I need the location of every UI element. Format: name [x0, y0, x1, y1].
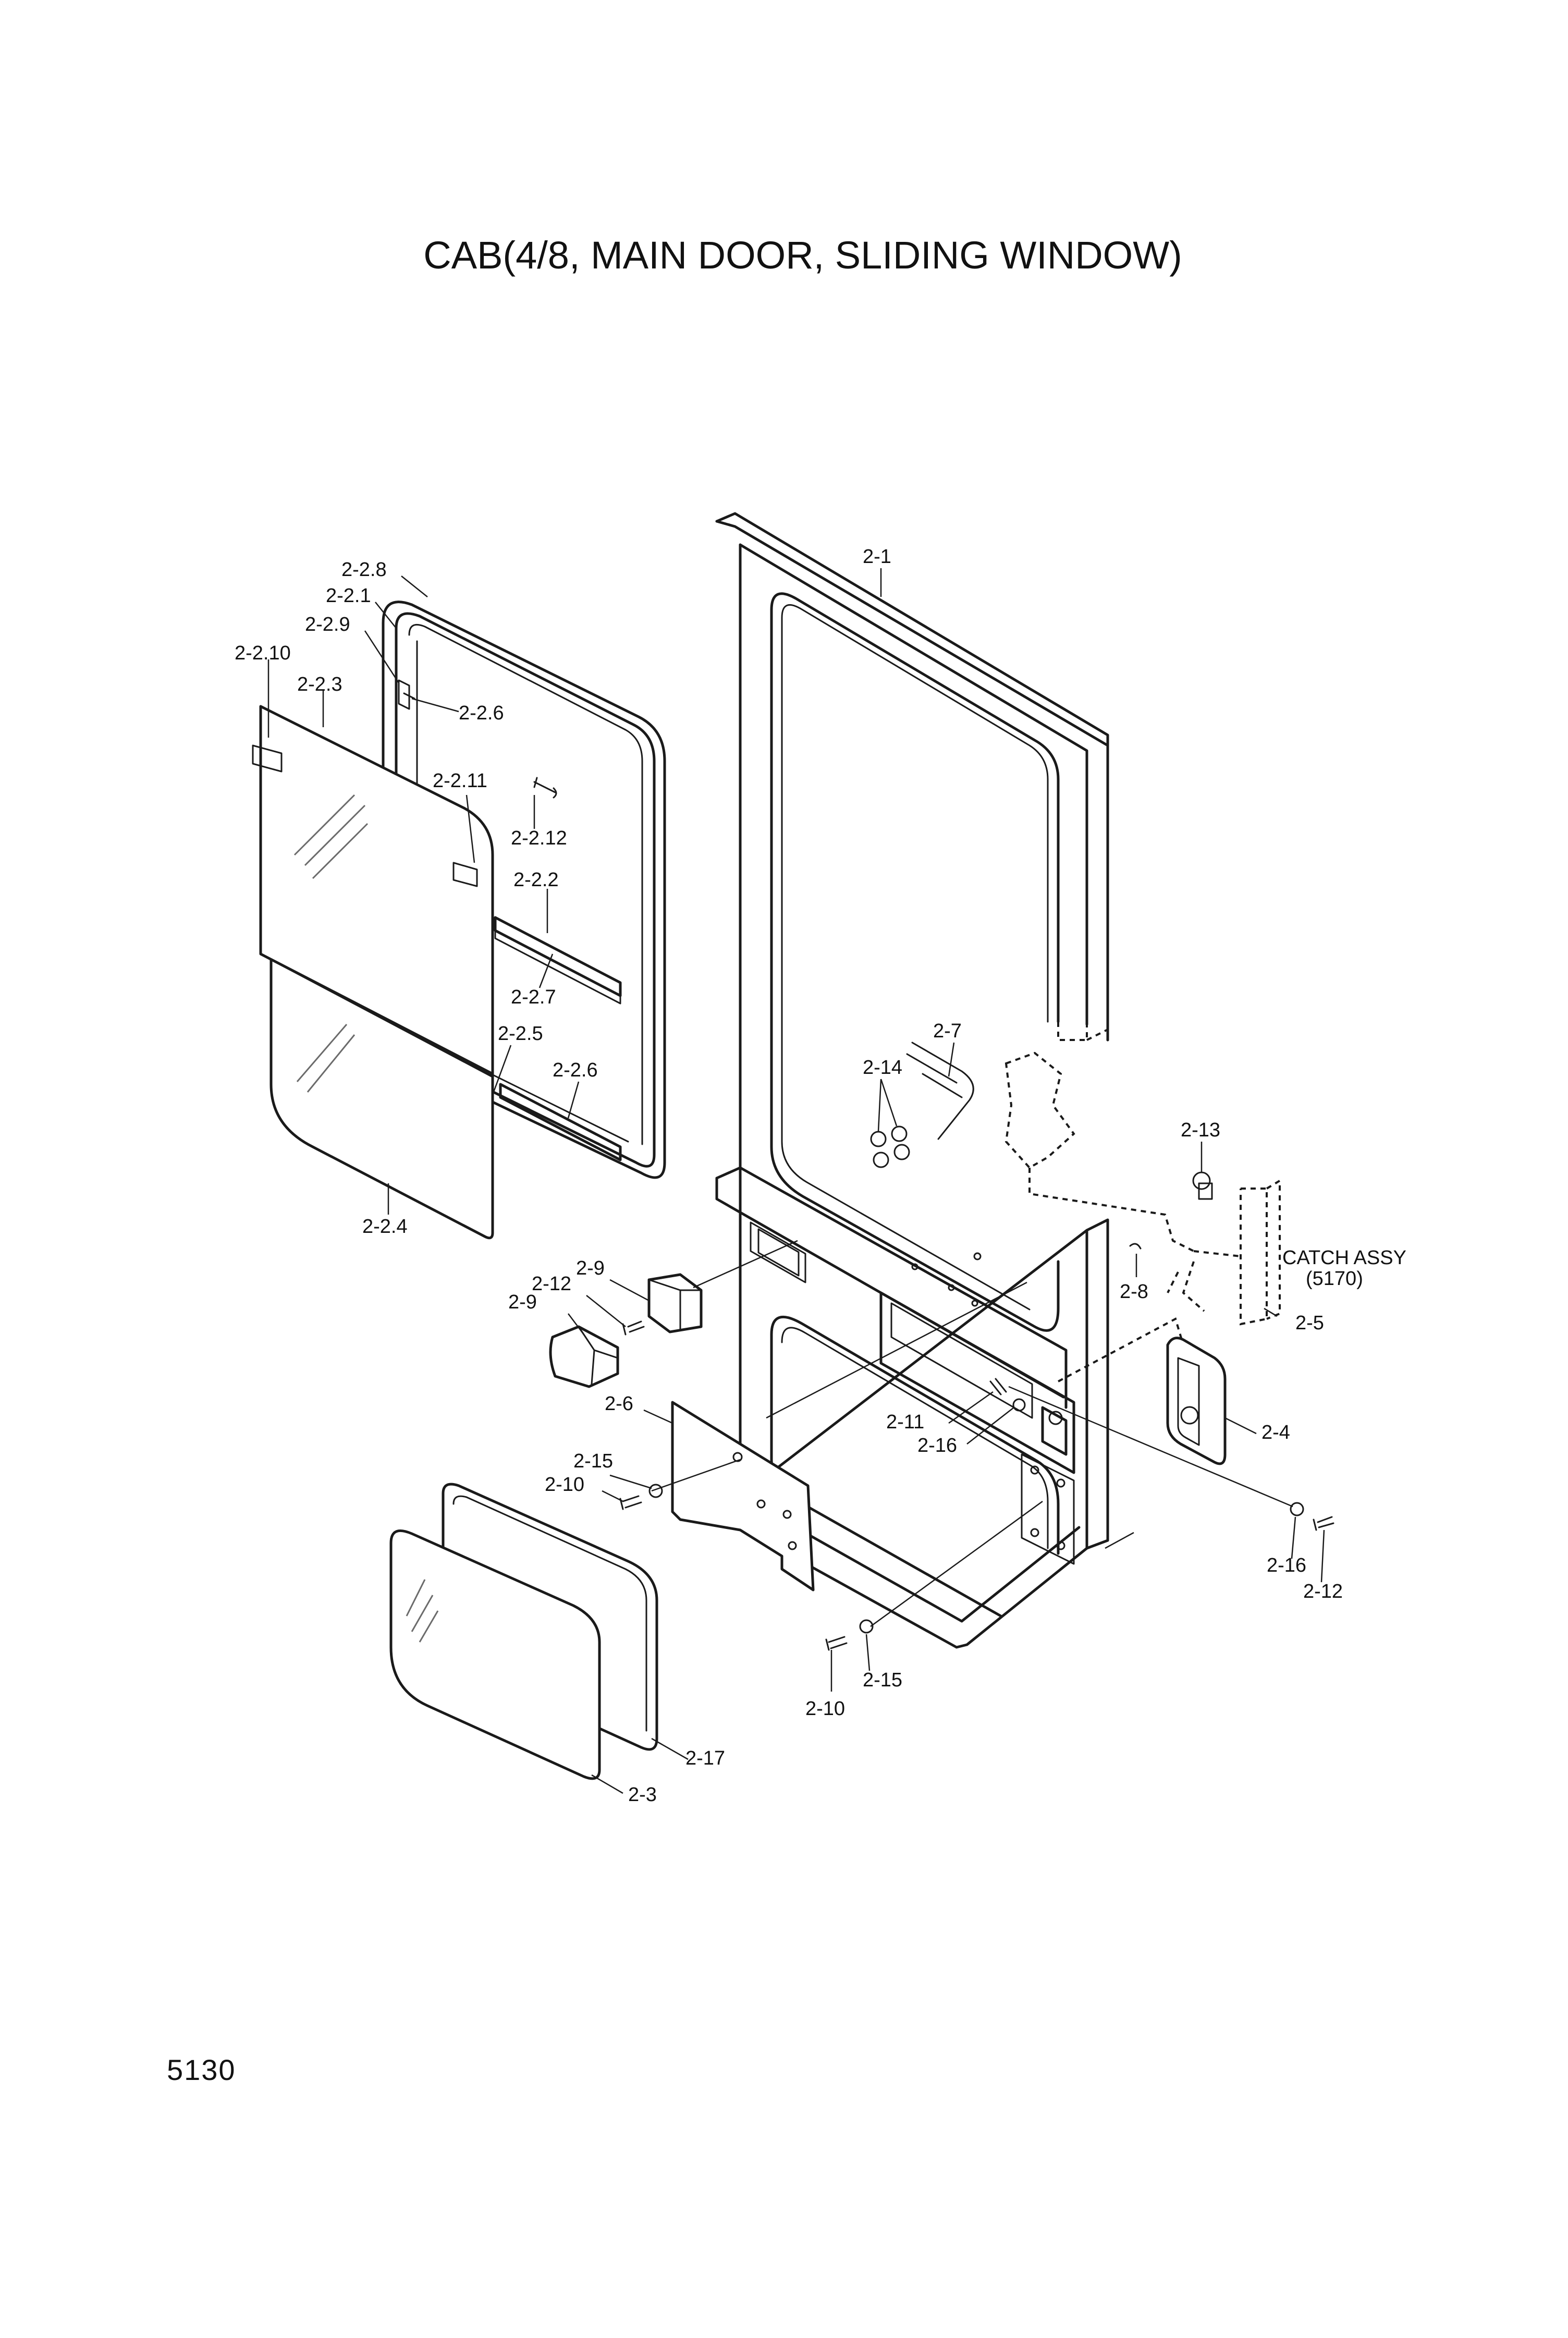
- cover-cap-part: [549, 1273, 703, 1388]
- callout-2-2-1: 2-2.1: [326, 585, 371, 607]
- callout-2-2-10: 2-2.10: [235, 642, 291, 664]
- callout-2-3: 2-3: [628, 1784, 657, 1806]
- callout-2-15-left: 2-15: [573, 1450, 613, 1472]
- callout-2-13: 2-13: [1181, 1119, 1220, 1141]
- u-bolt-part: [870, 1042, 974, 1168]
- callout-2-2-11: 2-2.11: [433, 770, 487, 792]
- door-handle-part: [1166, 1337, 1227, 1465]
- callout-2-15-bottom: 2-15: [863, 1669, 902, 1691]
- callout-2-9-lower: 2-9: [508, 1291, 537, 1313]
- callout-2-2-6-bottom: 2-2.6: [553, 1059, 598, 1081]
- callout-2-2-7: 2-2.7: [511, 986, 556, 1008]
- callout-2-6: 2-6: [605, 1393, 633, 1415]
- callout-2-16-right: 2-16: [1267, 1554, 1306, 1576]
- callout-2-12-left: 2-12: [532, 1273, 571, 1295]
- callout-2-2-6-top: 2-2.6: [459, 702, 504, 724]
- callout-2-7: 2-7: [933, 1020, 962, 1042]
- callout-2-12-right: 2-12: [1303, 1581, 1343, 1602]
- callout-2-17: 2-17: [685, 1747, 725, 1769]
- callout-2-2-3: 2-2.3: [297, 674, 342, 695]
- callout-2-2-5: 2-2.5: [498, 1023, 543, 1045]
- catch-assy-part: [1005, 1051, 1281, 1382]
- callout-catch-assy: CATCH ASSY: [1282, 1247, 1406, 1269]
- callout-catch-assy-ref: (5170): [1306, 1268, 1363, 1290]
- callout-2-14: 2-14: [863, 1057, 902, 1079]
- cover-plate-part: [671, 1401, 815, 1592]
- lower-glass-part: [389, 1483, 658, 1780]
- callout-2-11: 2-11: [886, 1411, 924, 1433]
- callout-2-8: 2-8: [1120, 1281, 1148, 1303]
- callout-2-2-8: 2-2.8: [341, 559, 387, 581]
- callout-2-2-4: 2-2.4: [362, 1216, 408, 1238]
- page-number: 5130: [167, 2053, 236, 2086]
- callout-2-10-left: 2-10: [545, 1474, 584, 1496]
- callout-2-2-2: 2-2.2: [513, 869, 559, 891]
- diagram-title: CAB(4/8, MAIN DOOR, SLIDING WINDOW): [423, 234, 1182, 277]
- fastener-hardware: [619, 1171, 1334, 1651]
- callout-2-1: 2-1: [863, 546, 891, 568]
- sliding-glass-panel-part: [252, 705, 494, 1240]
- callout-2-9-upper: 2-9: [576, 1257, 605, 1279]
- callout-2-10-bottom: 2-10: [805, 1698, 845, 1720]
- callout-2-4: 2-4: [1261, 1422, 1290, 1443]
- callout-2-16-center: 2-16: [917, 1435, 957, 1456]
- callout-2-2-9: 2-2.9: [305, 614, 350, 635]
- callout-2-2-12: 2-2.12: [511, 827, 567, 849]
- callout-labels: 2-1 2-2.8 2-2.1 2-2.9 2-2.10 2-2.3 2-2.6…: [235, 546, 1406, 1806]
- callout-2-5: 2-5: [1295, 1312, 1324, 1334]
- leader-lines: [267, 568, 1325, 1794]
